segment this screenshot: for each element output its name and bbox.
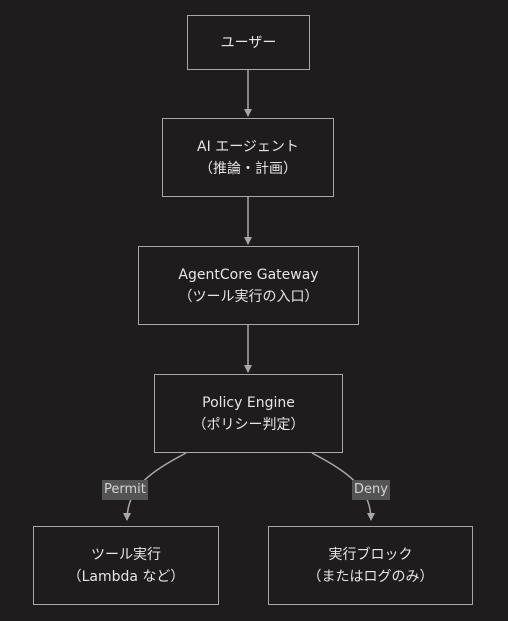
node-ai-agent-sublabel: （推論・計画） [199, 160, 297, 177]
node-ai-agent: AI エージェント （推論・計画） [162, 118, 334, 197]
node-agentcore-gateway-label: AgentCore Gateway [178, 266, 319, 283]
node-tool-execution-label: ツール実行 [91, 546, 161, 563]
node-policy-engine: Policy Engine （ポリシー判定） [154, 374, 343, 453]
node-tool-execution: ツール実行 （Lambda など） [33, 526, 219, 605]
node-execution-block-sublabel: （またはログのみ） [307, 568, 434, 585]
node-user-label: ユーザー [220, 34, 277, 51]
edge-label-permit: Permit [102, 480, 148, 500]
edge-label-deny: Deny [352, 480, 390, 500]
node-user: ユーザー [187, 15, 310, 70]
node-agentcore-gateway-sublabel: （ツール実行の入口） [178, 288, 319, 305]
node-execution-block: 実行ブロック （またはログのみ） [268, 526, 473, 605]
node-agentcore-gateway: AgentCore Gateway （ツール実行の入口） [138, 246, 359, 325]
node-ai-agent-label: AI エージェント [197, 138, 299, 155]
node-execution-block-label: 実行ブロック [328, 546, 413, 563]
node-tool-execution-sublabel: （Lambda など） [67, 568, 185, 585]
node-policy-engine-sublabel: （ポリシー判定） [192, 416, 305, 433]
node-policy-engine-label: Policy Engine [202, 394, 295, 411]
